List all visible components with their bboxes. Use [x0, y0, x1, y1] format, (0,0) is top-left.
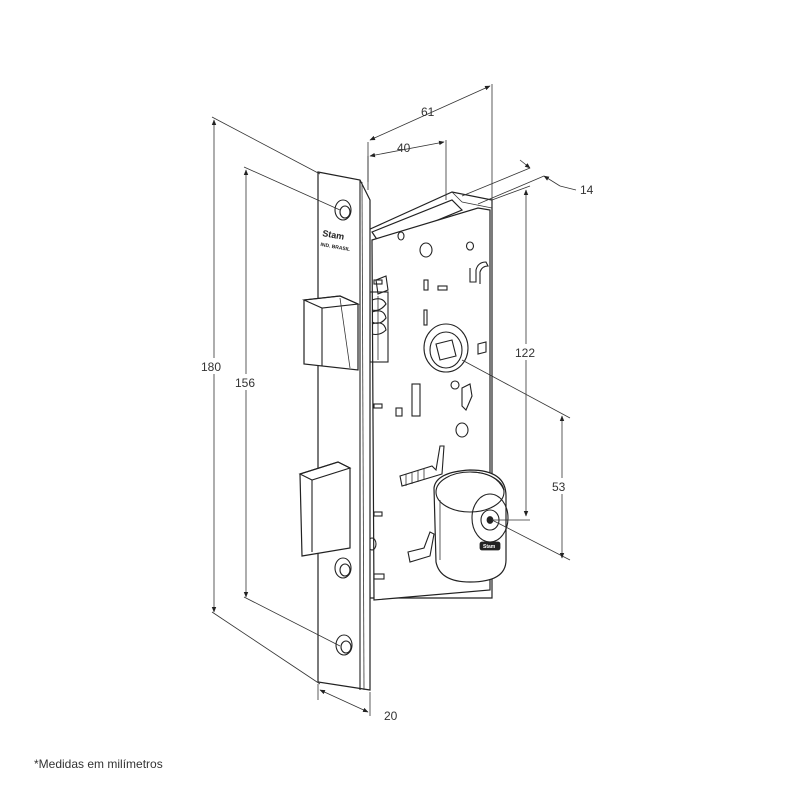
faceplate: Stam IND. BRASIL [298, 171, 371, 691]
dimension-156: 156 [232, 166, 341, 647]
dim-61-label: 61 [421, 105, 435, 119]
dead-bolt [298, 461, 352, 557]
dim-122-label: 122 [515, 346, 535, 360]
footnote: *Medidas em milímetros [34, 757, 163, 771]
screw-hole-top-icon [334, 199, 352, 221]
lock-internals [367, 231, 489, 580]
dimension-180: 180 [198, 116, 321, 685]
dim-20-label: 20 [384, 709, 398, 723]
dimension-40: 40 [367, 140, 447, 200]
dim-40-label: 40 [397, 141, 411, 155]
screw-hole-middle-icon [334, 557, 352, 579]
dimension-122: 122 [491, 185, 542, 521]
cylinder-brand: Stam [483, 544, 496, 550]
dim-180-label: 180 [201, 360, 221, 374]
faceplate-brand-sub: IND. BRASIL [320, 242, 351, 253]
screw-hole-bottom-icon [335, 634, 353, 656]
dim-156-label: 156 [235, 376, 255, 390]
dimension-20: 20 [317, 684, 398, 723]
euro-cylinder: Stam [433, 469, 509, 583]
latch-bolt [301, 295, 361, 371]
dim-53-label: 53 [552, 480, 566, 494]
dimension-61: 61 [367, 84, 493, 200]
dimension-14: 14 [461, 159, 594, 205]
faceplate-brand: Stam [322, 228, 345, 242]
dimension-53: 53 [461, 359, 576, 561]
dim-14-label: 14 [580, 183, 594, 197]
